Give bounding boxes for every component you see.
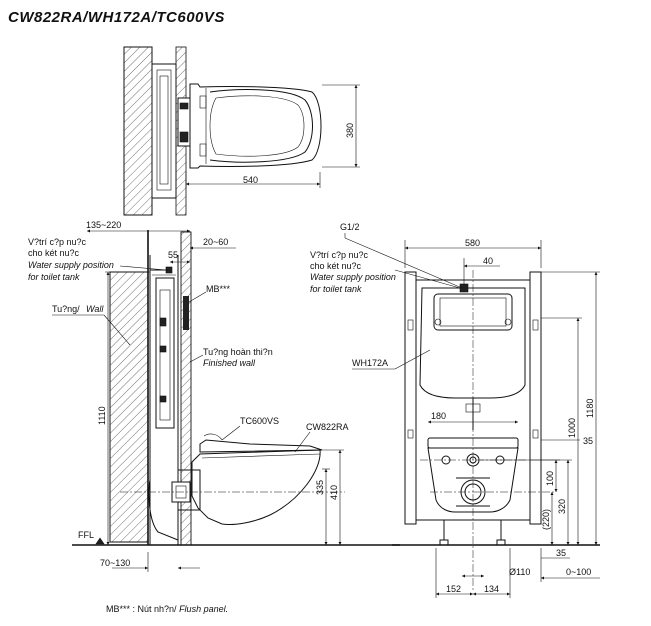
side-dim-410: 410 (329, 485, 339, 500)
side-label-wall-en: Wall (86, 304, 104, 314)
side-drain-pipe (178, 469, 201, 511)
side-dim-335: 335 (315, 480, 325, 495)
top-dim-width: 540 (243, 175, 258, 185)
front-view: 580 40 G1/2 V?trí c?p nu?c cho két nu?c … (310, 222, 600, 598)
front-dim-0-100: 0~100 (566, 567, 591, 577)
front-dim-35a: 35 (583, 436, 593, 446)
front-label-g12: G1/2 (340, 222, 360, 232)
front-dim-180: 180 (431, 411, 446, 421)
side-label-mb: MB*** (206, 284, 231, 294)
front-dim-35b: 35 (556, 548, 566, 558)
front-frame-left (404, 271, 417, 525)
side-label-water-en-1: Water supply position (28, 260, 114, 270)
front-label-water-vi-2: cho két nu?c (310, 261, 362, 271)
front-bowl (427, 447, 519, 513)
front-dim-100: 100 (545, 471, 555, 486)
side-wall-hatch (109, 271, 149, 543)
front-dim-1180: 1180 (585, 399, 595, 418)
footnote-vi: MB*** : Nút nh?n/ (106, 604, 177, 614)
side-label-water-vi-1: V?trí c?p nu?c (28, 237, 87, 247)
footnote-en: Flush panel. (179, 604, 229, 614)
side-dim-wall-range: 135~220 (86, 220, 121, 230)
front-dim-110: Ø110 (509, 567, 530, 577)
top-seat-outline (209, 89, 313, 163)
side-dim-floor-range: 70~130 (100, 558, 130, 568)
footnote: MB*** : Nút nh?n/ Flush panel. (106, 604, 228, 614)
top-view: 540 380 (123, 46, 360, 216)
side-label-wall-vi: Tu?ng/ (52, 304, 80, 314)
front-dim-580: 580 (465, 238, 480, 248)
front-label-water-en-2: for toilet tank (310, 284, 362, 294)
side-label-bowl: CW822RA (306, 422, 349, 432)
drawing-title: CW822RA/WH172A/TC600VS (8, 9, 225, 26)
side-label-water-vi-2: cho két nu?c (28, 248, 80, 258)
front-dim-152: 152 (446, 584, 461, 594)
top-bowl-outline (189, 83, 322, 169)
top-frame (151, 63, 177, 199)
front-dim-320: 320 (557, 499, 567, 514)
side-label-water-en-2: for toilet tank (28, 272, 80, 282)
front-dim-134: 134 (484, 584, 499, 594)
side-label-seat: TC600VS (240, 416, 279, 426)
top-dim-depth: 380 (345, 123, 355, 138)
front-dim-220: (220) (541, 509, 551, 530)
front-label-frame: WH172A (352, 358, 388, 368)
side-bowl (191, 449, 321, 525)
top-wall-hatch (123, 46, 153, 216)
side-tank (155, 277, 175, 429)
front-tank (419, 287, 526, 399)
front-frame-right (529, 271, 542, 525)
side-seat (199, 439, 323, 453)
side-dim-height: 1110 (97, 406, 107, 425)
side-label-finished-en: Finished wall (203, 358, 256, 368)
side-label-ffl: FFL (78, 530, 94, 540)
front-label-water-vi-1: V?trí c?p nu?c (310, 250, 369, 260)
side-label-finished-vi: Tu?ng hoàn thi?n (203, 347, 273, 357)
side-dim-panel-range: 20~60 (203, 237, 228, 247)
side-flush-panel (183, 296, 189, 330)
side-dim-55: 55 (168, 250, 178, 260)
front-label-water-en-1: Water supply position (310, 272, 396, 282)
front-dim-40: 40 (483, 256, 493, 266)
side-view: FFL 135~220 20~60 55 1110 335 410 70~130… (28, 220, 400, 572)
front-dim-1000: 1000 (567, 418, 577, 438)
